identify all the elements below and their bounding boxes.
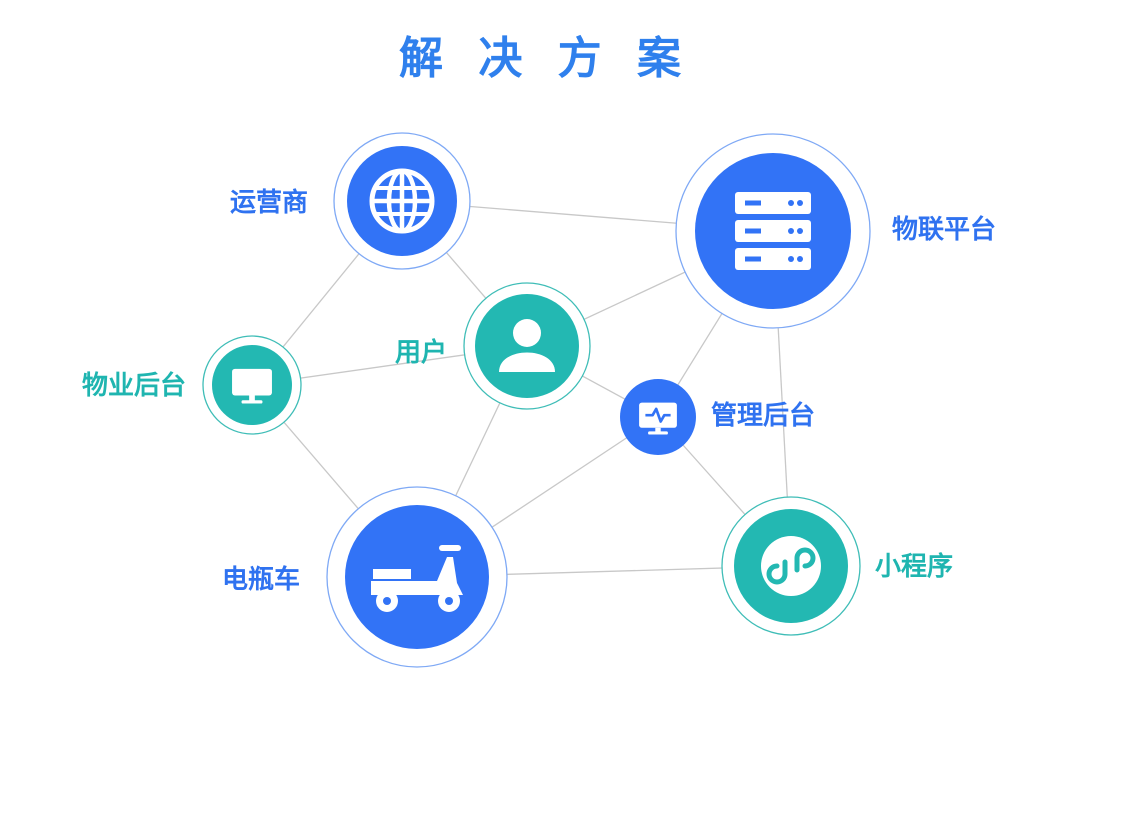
- label-operator: 运营商: [230, 188, 309, 218]
- node-ebike-disc: [345, 505, 489, 649]
- page-title: 解 决 方 案: [399, 33, 691, 84]
- label-property-backend: 物业后台: [82, 371, 187, 401]
- label-admin-backend: 管理后台: [711, 401, 816, 431]
- monitor-icon: [232, 368, 272, 404]
- mini-program-icon: [761, 536, 821, 596]
- label-ebike: 电瓶车: [222, 565, 301, 595]
- node-property: [202, 335, 302, 435]
- label-user: 用户: [395, 338, 448, 368]
- node-user: [463, 282, 591, 410]
- node-iot: [675, 133, 871, 329]
- label-iot-platform: 物联平台: [892, 215, 997, 245]
- node-ebike: [326, 486, 508, 668]
- node-operator: [333, 132, 471, 270]
- scooter-icon: [371, 545, 463, 612]
- server-icon: [735, 192, 811, 270]
- globe-icon: [369, 168, 435, 234]
- label-mini-program: 小程序: [875, 552, 954, 582]
- monitor-pulse-icon: [639, 402, 677, 435]
- node-admin: [620, 379, 696, 455]
- user-icon: [499, 319, 555, 372]
- node-miniapp: [721, 496, 861, 636]
- nodes-layer: [202, 132, 871, 668]
